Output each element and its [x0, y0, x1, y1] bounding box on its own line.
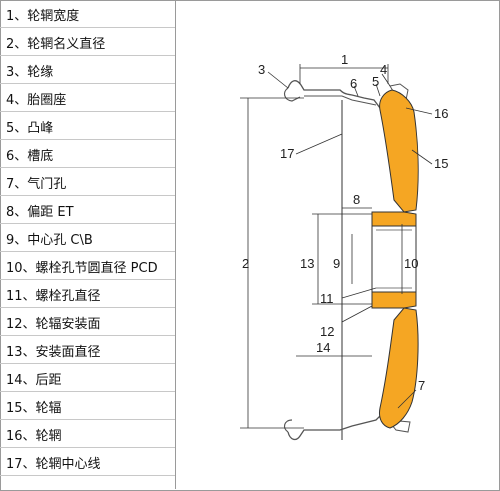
- callout-13: 13: [300, 256, 314, 271]
- callout-14: 14: [316, 340, 330, 355]
- callout-7: 7: [418, 378, 425, 393]
- legend-row: 1、轮辋宽度: [0, 0, 175, 28]
- legend-text: 3、轮缘: [6, 65, 54, 80]
- callout-6: 6: [350, 76, 357, 91]
- center-bore: [371, 225, 417, 293]
- legend-text: 9、中心孔 C\B: [6, 233, 93, 248]
- leader-11: [341, 287, 377, 299]
- callout-16: 16: [434, 106, 448, 121]
- leader-16: [405, 107, 433, 115]
- legend-text: 17、轮辋中心线: [6, 457, 101, 472]
- legend-text: 11、螺栓孔直径: [6, 289, 101, 304]
- legend-text: 6、槽底: [6, 149, 54, 164]
- callout-10: 10: [404, 256, 418, 271]
- callout-2: 2: [242, 256, 249, 271]
- legend-row: 12、轮辐安装面: [0, 308, 175, 336]
- legend-row: 3、轮缘: [0, 56, 175, 84]
- leader-15: [411, 149, 433, 165]
- leader-5: [375, 83, 381, 97]
- callout-8: 8: [353, 192, 360, 207]
- callout-11: 11: [320, 291, 334, 306]
- legend-text: 10、螺栓孔节圆直径 PCD: [6, 261, 158, 276]
- legend-text: 16、轮辋: [6, 429, 62, 444]
- leader-3: [267, 71, 289, 89]
- callout-3: 3: [258, 62, 265, 77]
- rim-flange-upper: [283, 87, 301, 102]
- legend-row: 8、偏距 ET: [0, 196, 175, 224]
- legend-row: 4、胎圈座: [0, 84, 175, 112]
- wheel-cross-section-diagram: 1 2 3 4 5 6 7 8 9 10 11 12 13 14 15 16 1…: [240, 52, 448, 441]
- callout-5: 5: [372, 74, 379, 89]
- legend-text: 4、胎圈座: [6, 93, 67, 108]
- legend-table: 1、轮辋宽度 2、轮辋名义直径 3、轮缘 4、胎圈座 5、凸峰 6、槽底 7、气…: [0, 0, 176, 489]
- legend-row: 2、轮辋名义直径: [0, 28, 175, 56]
- callout-1: 1: [341, 52, 348, 67]
- spoke-lower: [379, 307, 419, 429]
- callout-17: 17: [280, 146, 294, 161]
- legend-text: 15、轮辐: [6, 401, 62, 416]
- legend-text: 7、气门孔: [6, 177, 67, 192]
- legend-row: 15、轮辐: [0, 392, 175, 420]
- legend-row: 5、凸峰: [0, 112, 175, 140]
- legend-row: 16、轮辋: [0, 420, 175, 448]
- legend-row: 10、螺栓孔节圆直径 PCD: [0, 252, 175, 280]
- legend-row: 11、螺栓孔直径: [0, 280, 175, 308]
- legend-row: 9、中心孔 C\B: [0, 224, 175, 252]
- legend-row: 17、轮辋中心线: [0, 448, 175, 476]
- legend-text: 8、偏距 ET: [6, 205, 74, 220]
- callout-4: 4: [380, 62, 387, 77]
- legend-row: 6、槽底: [0, 140, 175, 168]
- leader-6: [353, 85, 359, 97]
- leader-17: [295, 133, 343, 155]
- callout-15: 15: [434, 156, 448, 171]
- leader-7: [397, 389, 417, 409]
- legend-row: 7、气门孔: [0, 168, 175, 196]
- legend-text: 12、轮辐安装面: [6, 317, 101, 332]
- rim-lower-outline: [287, 403, 389, 441]
- rim-upper-outline: [287, 80, 385, 119]
- legend-text: 5、凸峰: [6, 121, 54, 136]
- legend-text: 2、轮辋名义直径: [6, 37, 106, 52]
- hub-lower: [371, 291, 417, 309]
- rim-upper-outline: [304, 95, 377, 106]
- legend-row: 13、安装面直径: [0, 336, 175, 364]
- callout-9: 9: [333, 256, 340, 271]
- spoke-upper: [379, 89, 419, 213]
- rim-flange-lower: [283, 419, 293, 433]
- legend-text: 1、轮辋宽度: [6, 9, 80, 24]
- hub-upper: [371, 211, 417, 227]
- legend-row: 14、后距: [0, 364, 175, 392]
- leader-12: [341, 305, 373, 323]
- callout-12: 12: [320, 324, 334, 339]
- leader-4: [381, 73, 391, 87]
- legend-text: 13、安装面直径: [6, 345, 101, 360]
- legend-text: 14、后距: [6, 373, 62, 388]
